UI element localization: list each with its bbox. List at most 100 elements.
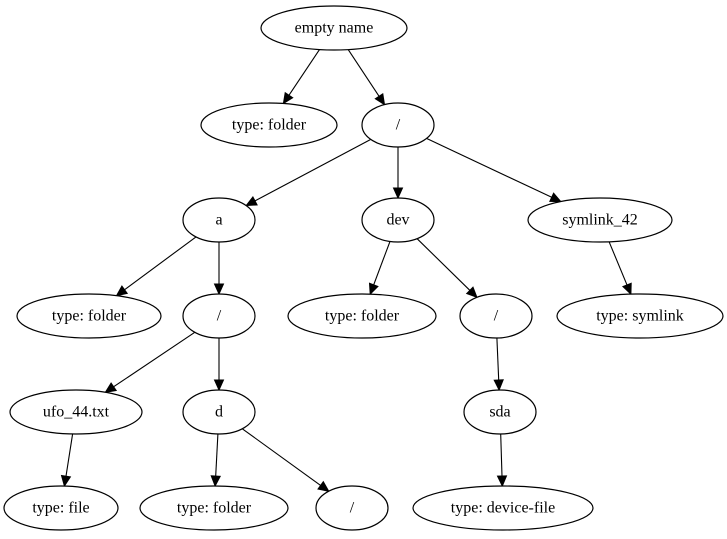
node-ellipse	[16, 293, 162, 339]
edge-line	[496, 337, 500, 381]
node-label: type: file	[32, 500, 89, 517]
edges-layer	[60, 49, 632, 492]
edge-d-to-d_type	[210, 433, 222, 488]
tree-node-sda: sda	[463, 389, 537, 435]
node-ellipse	[527, 197, 673, 243]
node-ellipse	[459, 293, 533, 339]
tree-node-a-type: type: folder	[16, 293, 162, 339]
edge-line	[416, 238, 471, 291]
arrowhead-icon	[210, 475, 222, 488]
edge-a_slash-to-d	[213, 338, 225, 392]
arrowhead-icon	[496, 475, 508, 488]
node-label: a	[215, 212, 222, 229]
node-label: symlink_42	[562, 212, 638, 229]
edge-a-to-a_type	[115, 236, 197, 297]
edge-line	[426, 137, 552, 198]
edge-root-to-root_slash	[347, 49, 386, 106]
tree-node-root-slash: /	[361, 102, 435, 148]
arrowhead-icon	[245, 195, 258, 207]
node-ellipse	[182, 293, 256, 339]
edge-a_slash-to-ufo	[104, 331, 196, 393]
node-label: empty name	[295, 20, 374, 37]
node-label: /	[396, 117, 401, 134]
edge-line	[254, 138, 372, 202]
edge-dev_slash-to-sda	[493, 337, 504, 392]
node-ellipse	[182, 389, 256, 435]
node-label: d	[215, 404, 223, 421]
node-ellipse	[9, 389, 143, 435]
arrowhead-icon	[60, 474, 72, 488]
tree-node-root: empty name	[260, 5, 408, 51]
tree-node-dev: dev	[361, 197, 435, 243]
edge-line	[113, 331, 196, 388]
edge-line	[608, 241, 628, 286]
arrowhead-icon	[104, 382, 118, 393]
node-ellipse	[200, 102, 338, 148]
arrowhead-icon	[374, 92, 386, 106]
tree-node-root-type: type: folder	[200, 102, 338, 148]
edge-symlink-to-symlink_type	[608, 241, 632, 296]
node-label: type: folder	[177, 500, 252, 517]
node-label: type: folder	[232, 117, 307, 134]
edge-line	[124, 236, 197, 291]
arrowhead-icon	[213, 379, 225, 392]
tree-node-sda-type: type: device-file	[412, 485, 594, 531]
node-ellipse	[412, 485, 594, 531]
node-ellipse	[260, 5, 408, 51]
edge-line	[373, 241, 391, 285]
node-label: type: symlink	[596, 308, 684, 325]
node-label: type: folder	[325, 308, 400, 325]
arrowhead-icon	[549, 192, 562, 203]
node-ellipse	[556, 293, 724, 339]
tree-node-d-slash: /	[315, 485, 389, 531]
edge-dev-to-dev_slash	[416, 238, 478, 299]
tree-node-a-slash: /	[182, 293, 256, 339]
node-label: /	[217, 308, 222, 325]
tree-node-symlink: symlink_42	[527, 197, 673, 243]
edge-root-to-root_type	[282, 49, 320, 105]
edge-root_slash-to-dev	[392, 147, 404, 200]
tree-node-ufo: ufo_44.txt	[9, 389, 143, 435]
edge-line	[288, 49, 320, 96]
tree-node-dev-type: type: folder	[287, 293, 437, 339]
arrowhead-icon	[621, 282, 632, 296]
node-ellipse	[139, 485, 289, 531]
node-label: type: device-file	[451, 500, 555, 517]
edge-ufo-to-ufo_type	[60, 433, 74, 488]
edge-line	[347, 49, 380, 97]
arrowhead-icon	[392, 187, 404, 200]
tree-node-dev-slash: /	[459, 293, 533, 339]
node-ellipse	[463, 389, 537, 435]
tree-node-symlink-type: type: symlink	[556, 293, 724, 339]
node-ellipse	[361, 197, 435, 243]
node-label: ufo_44.txt	[43, 404, 110, 421]
node-label: sda	[489, 404, 510, 421]
node-label: type: folder	[52, 308, 127, 325]
node-ellipse	[3, 485, 119, 531]
edge-line	[500, 433, 503, 477]
edge-line	[215, 433, 219, 477]
edge-root_slash-to-symlink	[426, 137, 562, 203]
node-label: /	[350, 500, 355, 517]
tree-node-d: d	[182, 389, 256, 435]
arrowhead-icon	[368, 282, 379, 296]
node-ellipse	[361, 102, 435, 148]
arrowhead-icon	[493, 379, 504, 392]
arrowhead-icon	[115, 285, 129, 297]
node-label: /	[494, 308, 499, 325]
edge-dev-to-dev_type	[368, 241, 391, 296]
edge-line	[65, 433, 74, 477]
edge-sda-to-sda_type	[496, 433, 508, 488]
edge-line	[241, 428, 321, 486]
node-ellipse	[315, 485, 389, 531]
node-ellipse	[182, 197, 256, 243]
tree-node-ufo-type: type: file	[3, 485, 119, 531]
arrowhead-icon	[282, 91, 294, 105]
arrowhead-icon	[317, 480, 330, 492]
arrowhead-icon	[213, 283, 225, 296]
tree-node-d-type: type: folder	[139, 485, 289, 531]
edge-root_slash-to-a	[245, 138, 372, 207]
tree-node-a: a	[182, 197, 256, 243]
